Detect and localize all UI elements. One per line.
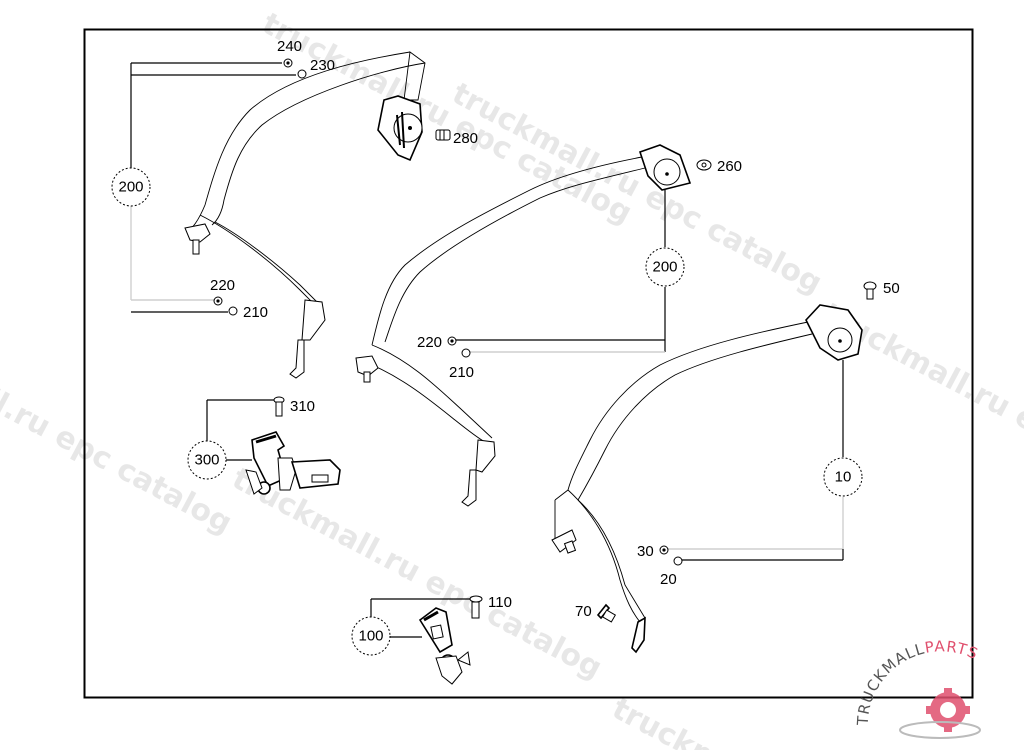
leader-lines-300 — [206, 399, 275, 461]
retractor-icon — [805, 304, 863, 361]
diagram-frame — [83, 28, 974, 699]
leader-lines-left — [130, 62, 296, 313]
buckle-assembly-300[interactable] — [245, 431, 341, 495]
gear-icon — [926, 688, 970, 732]
part-label-30[interactable]: 30 — [637, 543, 654, 560]
callout-bubble-300[interactable]: 300 — [187, 440, 227, 480]
retractor-icon — [377, 95, 423, 162]
callout-bubble-10[interactable]: 10 — [823, 457, 863, 497]
washer-20-icon — [673, 556, 683, 566]
truckmall-parts-logo: TRUCKMALLPARTS — [854, 637, 981, 739]
callout-label: 200 — [652, 259, 677, 276]
part-label-220[interactable]: 220 — [210, 277, 235, 294]
lower-anchor-icon — [289, 299, 326, 379]
anchor-bracket-icon — [551, 529, 577, 554]
lower-anchor-icon — [461, 439, 496, 507]
part-label-210[interactable]: 210 — [243, 304, 268, 321]
callout-label: 100 — [358, 628, 383, 645]
part-label-50[interactable]: 50 — [883, 280, 900, 297]
washer-230-icon — [297, 69, 307, 79]
leader-lines-right — [668, 360, 844, 561]
part-label-310[interactable]: 310 — [290, 398, 315, 415]
callout-label: 10 — [835, 469, 852, 486]
part-label-230[interactable]: 230 — [310, 57, 335, 74]
seat-belt-right[interactable] — [551, 304, 863, 654]
part-label-20[interactable]: 20 — [660, 571, 677, 588]
part-label-220[interactable]: 220 — [417, 334, 442, 351]
buckle-assembly-100[interactable] — [418, 607, 471, 685]
lower-anchor-icon — [631, 616, 646, 654]
callout-bubble-200-mid[interactable]: 200 — [645, 247, 685, 287]
bolt-50-icon — [863, 281, 877, 300]
part-label-110[interactable]: 110 — [488, 594, 512, 611]
bolt-280-icon — [435, 129, 451, 141]
part-label-210[interactable]: 210 — [449, 364, 474, 381]
part-label-280[interactable]: 280 — [453, 130, 478, 147]
seat-belt-middle[interactable] — [355, 144, 692, 507]
part-label-240[interactable]: 240 — [277, 38, 302, 55]
watermark-text: truckmall.ru epc catalog — [0, 316, 238, 541]
washer-210-icon — [461, 348, 471, 358]
watermark-text: truckmall.ru epc catalog — [446, 76, 827, 301]
leader-lines-100 — [370, 598, 470, 638]
part-label-70[interactable]: 70 — [575, 603, 592, 620]
part-label-260[interactable]: 260 — [717, 158, 742, 175]
callout-bubble-200-left[interactable]: 200 — [111, 167, 151, 207]
washer-210-icon — [228, 306, 238, 316]
anchor-bracket-icon — [184, 223, 211, 255]
watermark-text: truckmall.ru epc catalog — [256, 6, 637, 231]
watermark-text: truckmall.ru epc catalog — [606, 691, 987, 750]
anchor-bracket-icon — [355, 355, 379, 383]
bolt-70-icon — [596, 603, 617, 623]
leader-lines-middle — [456, 190, 666, 353]
nut-260-icon — [696, 159, 712, 171]
watermark-text: truckmall.ru epc catalog — [226, 461, 607, 686]
watermark-group: truckmall.ru epc catalog truckmall.ru ep… — [0, 6, 1024, 750]
seat-belt-left[interactable] — [184, 51, 426, 379]
callout-bubble-100[interactable]: 100 — [351, 616, 391, 656]
callout-label: 300 — [194, 452, 219, 469]
callout-label: 200 — [118, 179, 143, 196]
retractor-icon — [638, 144, 692, 191]
bolt-310-icon — [273, 396, 285, 417]
bolt-110-icon — [469, 595, 483, 619]
